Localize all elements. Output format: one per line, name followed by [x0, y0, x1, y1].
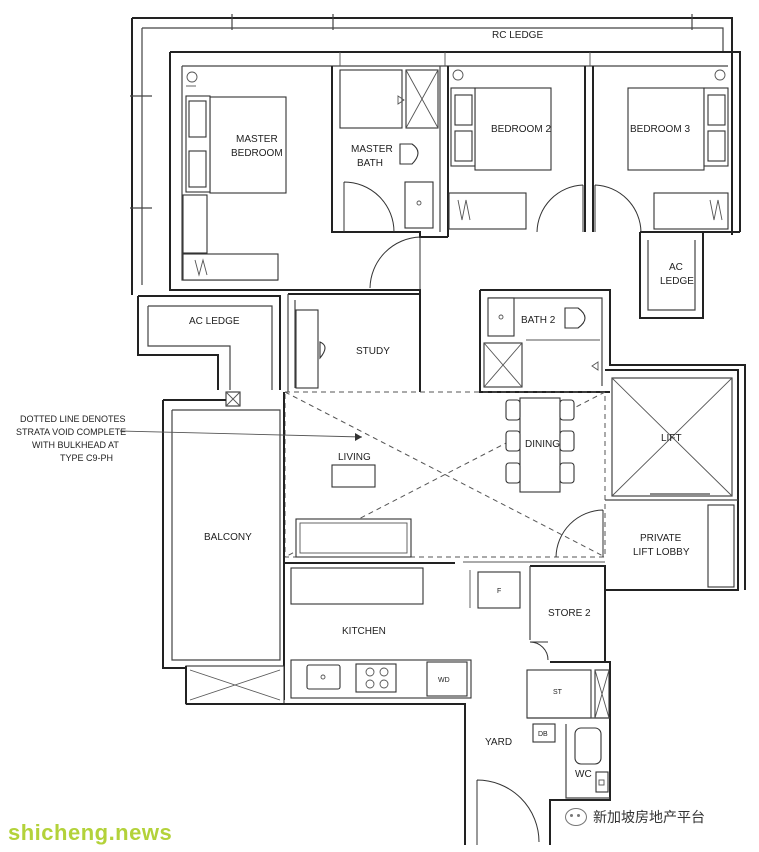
- label-bath-2: BATH 2: [521, 315, 556, 326]
- brand-text: 新加坡房地产平台: [593, 810, 705, 826]
- master-bedroom: [182, 66, 448, 281]
- master-bath: [339, 66, 441, 233]
- label-dining: DINING: [525, 439, 560, 450]
- label-master-bedroom-1: MASTER: [236, 134, 278, 145]
- yard: [476, 661, 611, 845]
- note-line-2: STRATA VOID COMPLETE: [16, 427, 126, 437]
- dining-furniture: [505, 397, 575, 493]
- label-kitchen: KITCHEN: [342, 626, 386, 637]
- wc: [565, 724, 610, 799]
- study: [287, 293, 421, 392]
- label-fridge: F: [497, 588, 501, 595]
- bath-2: [479, 289, 746, 590]
- balcony: [162, 392, 285, 700]
- label-bedroom-3: BEDROOM 3: [630, 124, 690, 135]
- label-yard: YARD: [485, 737, 512, 748]
- private-lift-lobby: [555, 504, 735, 588]
- label-ac-ledge-right-1: AC: [669, 262, 683, 273]
- store-2: [529, 565, 606, 663]
- note-line-3: WITH BULKHEAD AT: [32, 440, 119, 450]
- label-wc: WC: [575, 769, 592, 780]
- bedroom-2: [447, 66, 586, 237]
- label-storage-tank: ST: [553, 689, 563, 696]
- label-store-2: STORE 2: [548, 608, 591, 619]
- ac-ledge-right: [639, 232, 704, 319]
- label-washer-dryer: WD: [438, 677, 450, 684]
- label-db: DB: [538, 731, 548, 738]
- note-line-4: TYPE C9-PH: [60, 453, 113, 463]
- hall-door: [369, 236, 421, 290]
- label-lift: LIFT: [661, 433, 682, 444]
- kitchen: [185, 561, 605, 845]
- label-master-bath-1: MASTER: [351, 144, 393, 155]
- label-study: STUDY: [356, 346, 390, 357]
- wechat-icon: [565, 808, 587, 826]
- label-private-lift-lobby-2: LIFT LOBBY: [633, 547, 690, 558]
- label-ac-ledge-right-2: LEDGE: [660, 276, 694, 287]
- living-furniture: [295, 464, 412, 558]
- label-bedroom-2: BEDROOM 2: [491, 124, 551, 135]
- label-ac-ledge-left: AC LEDGE: [189, 316, 240, 327]
- strata-void-note: DOTTED LINE DENOTES STRATA VOID COMPLETE…: [16, 414, 363, 463]
- lift: [605, 369, 739, 591]
- bedroom-3: [592, 66, 740, 233]
- label-private-lift-lobby-1: PRIVATE: [640, 533, 682, 544]
- label-living: LIVING: [338, 452, 371, 463]
- label-master-bath-2: BATH: [357, 158, 383, 169]
- ac-ledge-left: [137, 295, 281, 390]
- note-line-1: DOTTED LINE DENOTES: [20, 414, 126, 424]
- watermark: shicheng.news: [8, 820, 173, 845]
- label-master-bedroom-2: BEDROOM: [231, 148, 283, 159]
- label-balcony: BALCONY: [204, 532, 252, 543]
- label-rc-ledge: RC LEDGE: [492, 30, 543, 41]
- brand-badge: 新加坡房地产平台: [565, 807, 705, 827]
